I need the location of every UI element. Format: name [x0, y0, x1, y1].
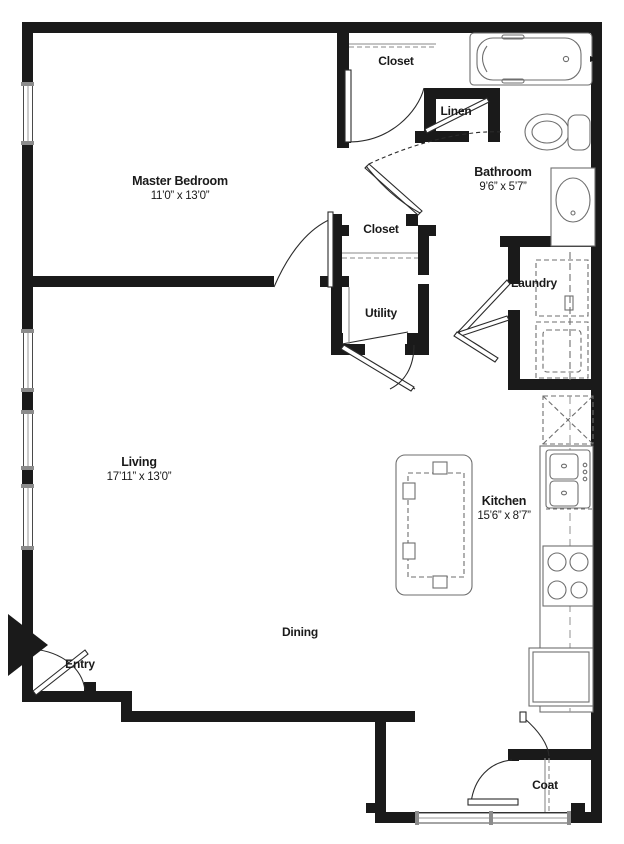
- room-label-laundry: Laundry: [511, 276, 557, 291]
- room-label-closet-top: Closet: [378, 54, 414, 69]
- range-cooktop: [542, 545, 594, 607]
- room-name: Living: [121, 455, 157, 469]
- room-label-linen: Linen: [441, 104, 472, 119]
- window-left-mid: [21, 329, 34, 392]
- room-name: Linen: [440, 104, 472, 118]
- room-name: Dining: [281, 625, 319, 639]
- washer-control: [564, 295, 574, 311]
- closet-shelving: [342, 43, 550, 812]
- room-dimensions: 11’0” x 13’0”: [150, 190, 210, 202]
- refrigerator: [528, 647, 594, 707]
- bedroom-door: [273, 211, 334, 288]
- room-name: Kitchen: [481, 494, 527, 508]
- upper-cabinet: [542, 395, 594, 445]
- coat-door: [467, 759, 519, 806]
- closet-mid-door: [341, 331, 409, 345]
- windows: [21, 82, 571, 825]
- kitchen-island: [395, 454, 473, 596]
- room-label-entry: Entry: [65, 657, 95, 672]
- room-name: Closet: [378, 54, 414, 68]
- utility-door: [340, 344, 416, 392]
- room-label-dining: Dining: [282, 625, 318, 640]
- bathtub: [469, 32, 597, 86]
- room-name: Bathroom: [474, 165, 532, 179]
- room-label-utility: Utility: [365, 306, 397, 321]
- window-left-lower-b: [21, 484, 34, 550]
- window-left-upper: [21, 82, 34, 145]
- walls: [22, 22, 602, 823]
- room-dimensions: 15’6” x 8’7”: [477, 510, 531, 522]
- closet-door: [344, 69, 425, 143]
- linen-door: [423, 97, 490, 134]
- bathroom-door: [364, 131, 504, 216]
- room-label-bathroom: Bathroom 9’6” x 5’7”: [474, 165, 532, 195]
- window-left-lower-a: [21, 410, 34, 470]
- toilet: [524, 113, 591, 151]
- kitchen-door: [519, 711, 550, 757]
- laundry-door: [453, 279, 511, 363]
- fixtures: [342, 32, 597, 812]
- room-name: Utility: [365, 306, 397, 320]
- kitchen-double-sink: [545, 449, 593, 510]
- room-name: Master Bedroom: [132, 174, 228, 188]
- room-name: Coat: [532, 778, 558, 792]
- room-label-closet-mid: Closet: [363, 222, 399, 237]
- stacked-washer-dryer: [535, 252, 589, 380]
- room-label-master-bedroom: Master Bedroom 11’0” x 13’0”: [132, 174, 228, 204]
- room-dimensions: 9’6” x 5’7”: [479, 181, 527, 193]
- room-label-living: Living 17’11” x 13’0”: [107, 455, 172, 485]
- window-bottom: [415, 811, 571, 825]
- room-name: Closet: [363, 222, 399, 236]
- room-name: Laundry: [511, 276, 557, 290]
- room-label-coat: Coat: [532, 778, 558, 793]
- vanity-sink: [550, 167, 596, 247]
- room-dimensions: 17’11” x 13’0”: [106, 471, 172, 483]
- room-label-kitchen: Kitchen 15’6” x 8’7”: [477, 494, 531, 524]
- entry-door: [8, 614, 89, 696]
- room-name: Entry: [65, 657, 95, 671]
- doors: [8, 69, 550, 806]
